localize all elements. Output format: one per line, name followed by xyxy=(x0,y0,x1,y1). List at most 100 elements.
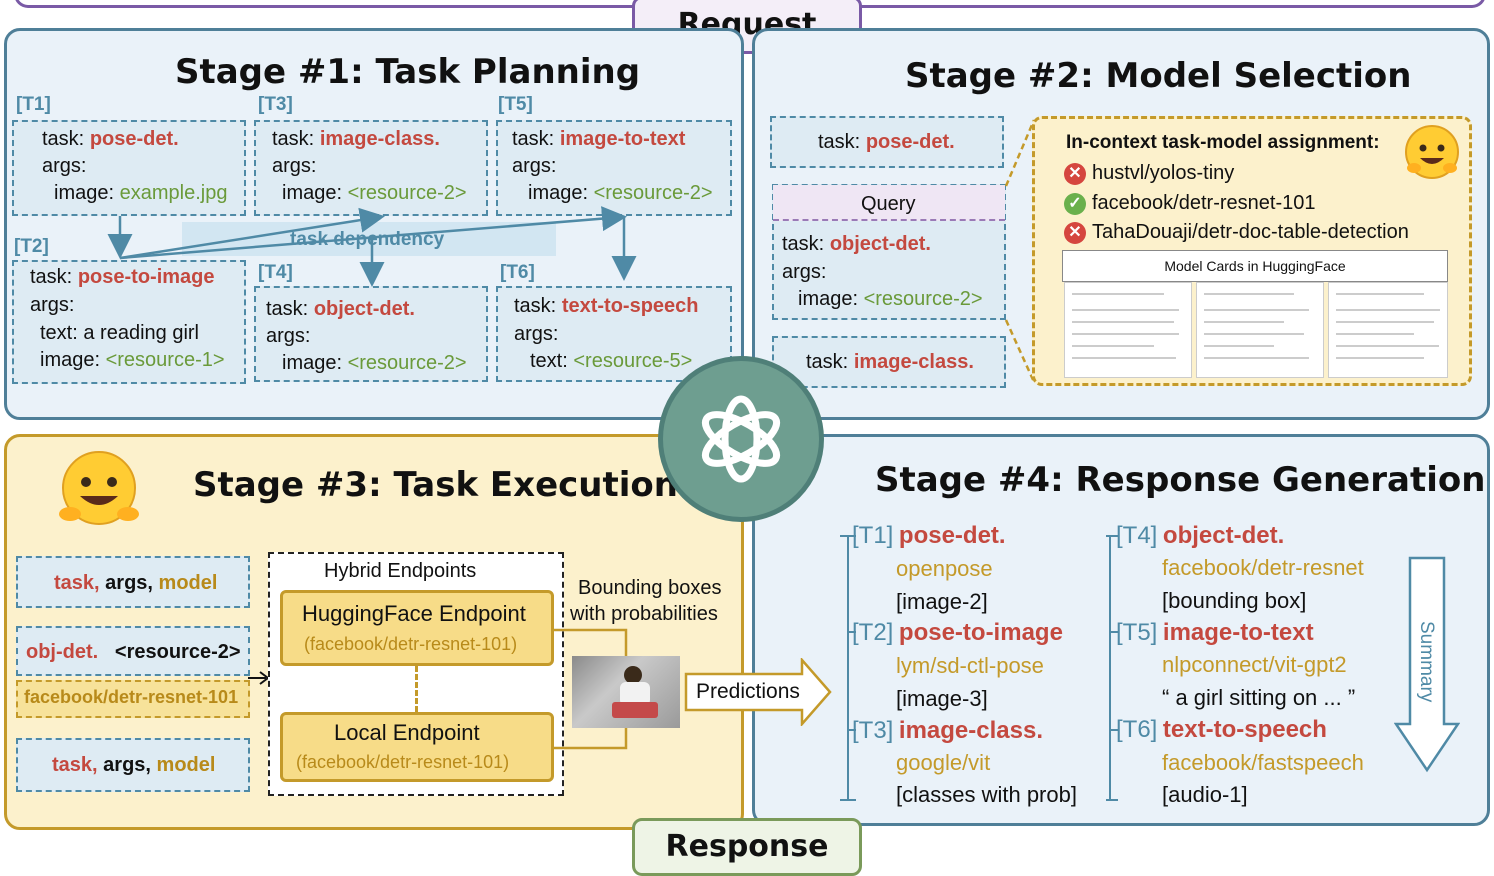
stage4-title: Stage #4: Response Generation xyxy=(875,460,1486,500)
query-header xyxy=(773,185,1005,221)
model-card-2 xyxy=(1196,282,1324,378)
book-icon xyxy=(612,702,658,718)
s3-input3-args: args, xyxy=(103,754,151,776)
hugging-face-icon xyxy=(1402,124,1462,184)
model-cards-label: Model Cards in HuggingFace xyxy=(1164,258,1346,274)
dependency-arrows xyxy=(107,206,637,287)
result-t1-task: pose-det. xyxy=(898,522,1006,549)
hf-endpoint-label: HuggingFace Endpoint xyxy=(302,601,526,626)
task-key: task: xyxy=(272,128,315,150)
query-task: object-det. xyxy=(829,233,931,255)
s3-input2: obj-det. <resource-2> xyxy=(26,641,241,664)
t4-args: args: xyxy=(266,325,311,347)
task-key: task: xyxy=(512,128,555,150)
result-t6-model: facebook/fastspeech xyxy=(1162,750,1364,775)
s2-task3-line: task: image-class. xyxy=(806,351,974,374)
result-t2-task: pose-to-image xyxy=(898,619,1063,646)
candidate-2-name: facebook/detr-resnet-101 xyxy=(1092,192,1316,214)
result-brackets xyxy=(840,535,1118,801)
t1-arg-line: image: example.jpg xyxy=(54,182,227,205)
arg-key: image: xyxy=(528,182,589,204)
check-icon: ✓ xyxy=(1064,192,1086,215)
arg-key: text: xyxy=(40,322,78,344)
reject-icon: ✕ xyxy=(1064,221,1086,244)
result-t4-output: [bounding box] xyxy=(1162,588,1307,613)
s2-task1-box xyxy=(770,116,1004,168)
t6-arg-val: <resource-5> xyxy=(573,350,693,372)
task-key: task: xyxy=(806,351,849,373)
candidate-3-name: TahaDouaji/detr-doc-table-detection xyxy=(1092,221,1409,243)
result-t6-output: [audio-1] xyxy=(1162,782,1248,807)
t6-id: [T6] xyxy=(500,262,535,283)
candidate-3: ✕ TahaDouaji/detr-doc-table-detection xyxy=(1064,221,1409,244)
result-image xyxy=(572,656,680,728)
arg-key: image: xyxy=(282,352,343,374)
t4-task: object-det. xyxy=(313,298,415,320)
model-card-1 xyxy=(1064,282,1192,378)
t3-box xyxy=(254,120,488,216)
t1-id: [T1] xyxy=(16,94,51,115)
t2-arg2-val: <resource-1> xyxy=(105,349,225,371)
s3-input1-args: args, xyxy=(105,572,153,594)
endpoint-connector xyxy=(415,666,418,712)
girl-figure xyxy=(624,666,642,684)
s3-input1-task: task, xyxy=(54,572,100,594)
result-t5-output: “ a girl sitting on ... ” xyxy=(1162,685,1356,710)
result-t2-id: [T2] xyxy=(852,619,894,646)
query-arg-val: <resource-2> xyxy=(863,288,983,310)
s3-input2-model-box xyxy=(16,680,250,718)
candidate-1: ✕ hustvl/yolos-tiny xyxy=(1064,162,1234,185)
t6-task-line: task: text-to-speech xyxy=(514,295,699,318)
t4-arg-line: image: <resource-2> xyxy=(282,352,467,375)
t1-box xyxy=(12,120,246,216)
result-t1-model: openpose xyxy=(896,556,993,581)
hf-endpoint-model: (facebook/detr-resnet-101) xyxy=(304,634,518,654)
query-task-line: task: object-det. xyxy=(782,233,931,256)
t2-args: args: xyxy=(30,294,75,316)
arg-key: text: xyxy=(530,350,568,372)
t3-task-line: task: image-class. xyxy=(272,128,440,151)
task-key: task: xyxy=(266,298,309,320)
result-t4-model: facebook/detr-resnet xyxy=(1162,555,1364,580)
s2-task3-box xyxy=(772,336,1006,388)
t6-args: args: xyxy=(514,323,559,345)
stage1-title: Stage #1: Task Planning xyxy=(175,52,641,92)
model-card-lines xyxy=(1072,293,1440,359)
model-card-3 xyxy=(1328,282,1448,378)
bbox-caption-1: Bounding boxes xyxy=(578,577,722,599)
result-t5-id: [T5] xyxy=(1116,619,1158,646)
s3-input3-task: task, xyxy=(52,754,98,776)
result-t1-id: [T1] xyxy=(852,522,894,549)
t5-arg-line: image: <resource-2> xyxy=(528,182,713,205)
t5-task-line: task: image-to-text xyxy=(512,128,685,151)
t3-id: [T3] xyxy=(258,94,293,115)
result-t5-task: image-to-text xyxy=(1162,619,1314,646)
t1-args: args: xyxy=(42,155,87,177)
t2-id: [T2] xyxy=(14,236,49,257)
assignment-title: In-context task-model assignment: xyxy=(1066,132,1380,153)
query-arg-line: image: <resource-2> xyxy=(798,288,983,311)
t3-arg-line: image: <resource-2> xyxy=(282,182,467,205)
s3-input1-box xyxy=(16,556,250,608)
result-t3-task: image-class. xyxy=(898,717,1043,744)
stage4-panel xyxy=(752,434,1490,826)
t5-args: args: xyxy=(512,155,557,177)
t3-args: args: xyxy=(272,155,317,177)
t4-arg-val: <resource-2> xyxy=(347,352,467,374)
s2-task1: pose-det. xyxy=(865,131,955,153)
hybrid-label: Hybrid Endpoints xyxy=(324,560,477,582)
s3-input1: task, args, model xyxy=(54,572,217,595)
s3-input2-arg: <resource-2> xyxy=(114,641,241,663)
t5-arg-val: <resource-2> xyxy=(593,182,713,204)
t3-task: image-class. xyxy=(319,128,440,150)
candidate-1-name: hustvl/yolos-tiny xyxy=(1092,162,1235,184)
t6-task: text-to-speech xyxy=(561,295,699,317)
t2-task-line: task: pose-to-image xyxy=(30,266,215,289)
arg-key: image: xyxy=(798,288,859,310)
s3-input2-task: obj-det. xyxy=(26,641,99,663)
task-key: task: xyxy=(818,131,861,153)
s3-input2-model: facebook/detr-resnet-101 xyxy=(24,687,239,707)
t4-task-line: task: object-det. xyxy=(266,298,415,321)
local-endpoint-label: Local Endpoint xyxy=(334,720,480,745)
reject-icon: ✕ xyxy=(1064,162,1086,185)
